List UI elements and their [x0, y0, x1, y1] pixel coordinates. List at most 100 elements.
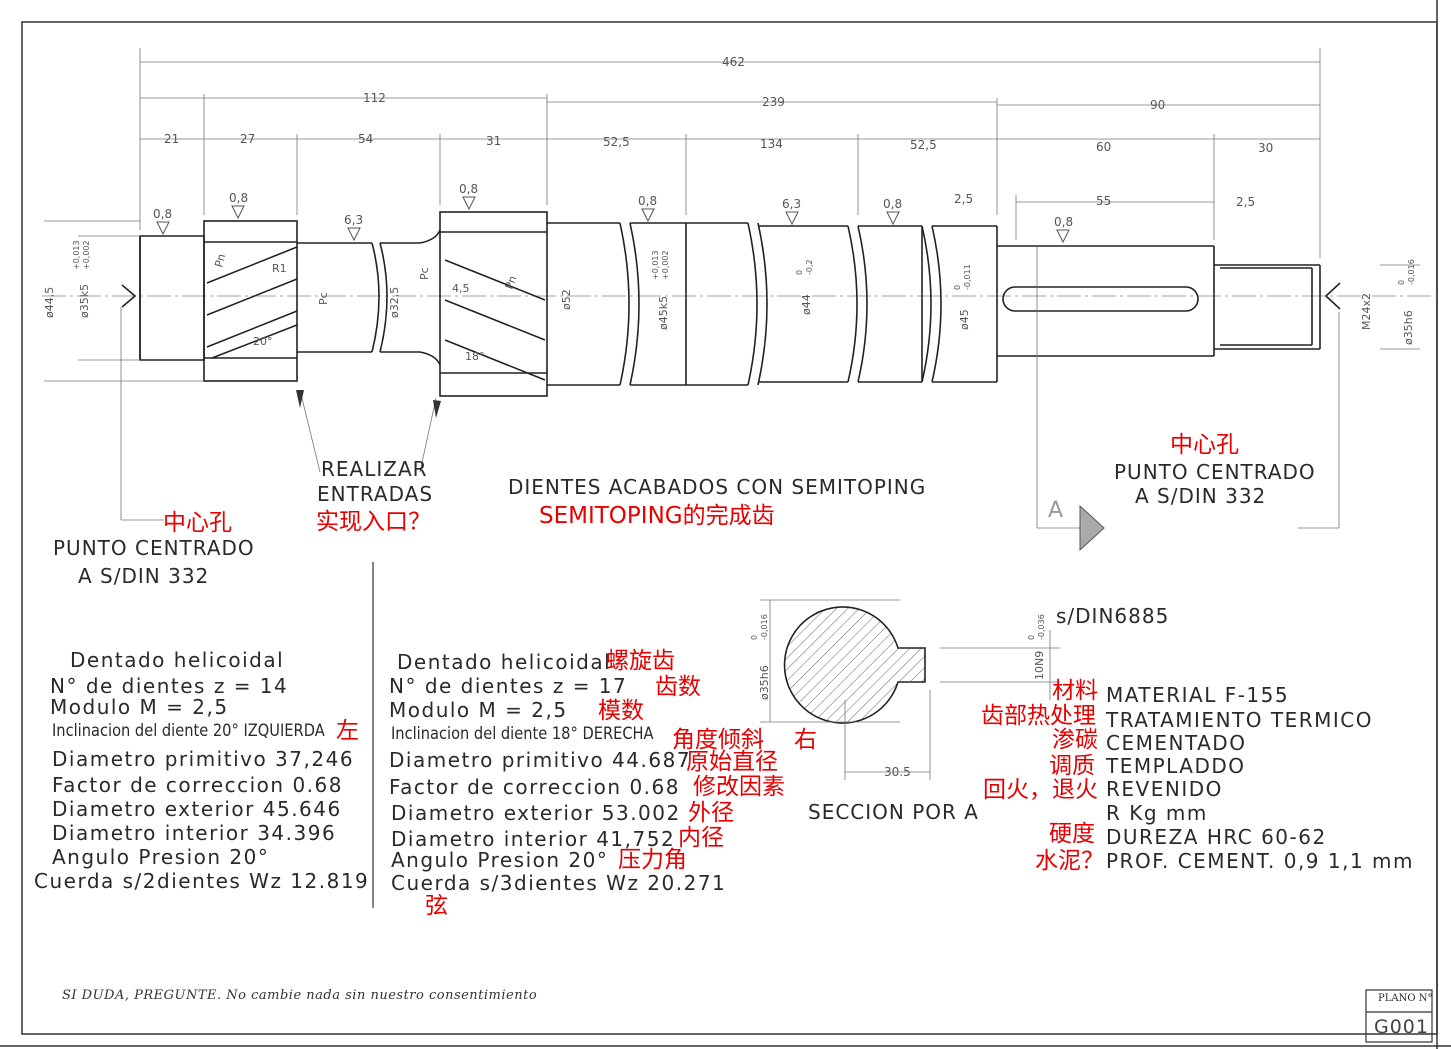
- gear1-correction: Factor de correccion 0.68: [52, 773, 343, 797]
- dim-27: 27: [240, 132, 255, 146]
- dia-52: ø52: [560, 289, 573, 310]
- gear2-pressure: Angulo Presion 20°: [391, 848, 609, 872]
- dim-60: 60: [1096, 140, 1111, 154]
- cn-pressure: 压力角: [618, 847, 687, 873]
- cn-chord: 弦: [425, 893, 448, 919]
- leader-arrow-2: [433, 400, 441, 418]
- thread-m24: M24x2: [1360, 293, 1373, 330]
- note-center-left-2: A S/DIN 332: [78, 564, 210, 588]
- dia-44-5: ø44,5: [43, 287, 56, 318]
- gear2-angle: 18°: [465, 350, 485, 363]
- gear2-4-5: 4,5: [452, 282, 470, 295]
- gear2-pn: Pn: [503, 274, 520, 291]
- dia-45k5-tol-low: +0,002: [661, 250, 670, 280]
- dimension-lines: [44, 48, 1420, 529]
- dia-35k5-tol-low: +0,002: [82, 240, 91, 270]
- cn-cement: 水泥？: [1035, 848, 1104, 874]
- gear1-pn: Pn: [212, 252, 228, 268]
- gear1-title: Dentado helicoidal: [70, 648, 285, 672]
- gear1-inclination: Inclinacion del diente 20° IZQUIERDA: [52, 721, 325, 741]
- dim-55: 55: [1096, 194, 1111, 208]
- dia-45-tol-up: 0: [953, 285, 962, 290]
- gear2-module: Modulo M = 2,5: [389, 698, 568, 722]
- dia-35h6: ø35h6: [1402, 310, 1415, 345]
- note-realizar: REALIZAR: [321, 457, 428, 481]
- section-marker-a: A: [1048, 498, 1065, 523]
- plano-number: G001: [1374, 1016, 1429, 1038]
- gear1-pressure: Angulo Presion 20°: [52, 845, 270, 869]
- roughness-1: 0,8: [153, 207, 172, 221]
- gear1-teeth: N° de dientes z = 14: [50, 674, 289, 698]
- cn-primitive: 原始直径: [686, 749, 778, 775]
- dia-44-tol-low: -0,2: [805, 259, 814, 275]
- dia-45k5-tol-up: +0,013: [651, 250, 660, 280]
- gear1-r1: R1: [272, 262, 287, 275]
- section-arrow: [1079, 504, 1105, 552]
- roughness-8: 0,8: [1054, 215, 1073, 229]
- cn-semitoping: SEMITOPING的完成齿: [539, 503, 775, 529]
- cn-center-hole-right: 中心孔: [1170, 432, 1239, 458]
- gear1-chord: Cuerda s/2dientes Wz 12.819: [34, 869, 370, 893]
- cn-material: 材料: [1052, 678, 1098, 704]
- gear2-interior: Diametro interior 41,752: [391, 827, 676, 851]
- dim-52-5-b: 52,5: [910, 138, 937, 152]
- cn-inner: 内径: [678, 825, 724, 851]
- roughness-2: 0,8: [229, 191, 248, 205]
- dia-35k5: ø35k5: [78, 284, 91, 318]
- material-cementado: CEMENTADO: [1106, 731, 1247, 755]
- dim-31: 31: [486, 134, 501, 148]
- section-dia: ø35h6: [758, 665, 771, 700]
- gear1-module: Modulo M = 2,5: [50, 695, 229, 719]
- gear1-primitive: Diametro primitivo 37,246: [52, 747, 355, 771]
- roughness-4: 0,8: [459, 182, 478, 196]
- note-dientes: DIENTES ACABADOS CON SEMITOPING: [508, 475, 927, 499]
- dia-45-tol-low: -0,011: [963, 264, 972, 290]
- gear2-pc: Pc: [418, 267, 431, 280]
- dim-52-5-a: 52,5: [603, 135, 630, 149]
- roughness-3: 6,3: [344, 213, 363, 227]
- material-dureza: DUREZA HRC 60-62: [1106, 825, 1327, 849]
- dimension-texts: 462 112 239 90 21 27 54 31 52,5 134 52,5…: [153, 55, 1273, 779]
- material-treatment: TRATAMIENTO TERMICO: [1106, 708, 1373, 732]
- dia-44-tol-up: 0: [795, 270, 804, 275]
- dim-30: 30: [1258, 141, 1273, 155]
- gear2-exterior: Diametro exterior 53.002: [391, 801, 681, 825]
- gear2-primitive: Diametro primitivo 44.687: [389, 748, 692, 772]
- dim-2-5-b: 2,5: [1236, 195, 1255, 209]
- section-tol-up: 0: [750, 635, 759, 640]
- material-name: MATERIAL F-155: [1106, 683, 1290, 707]
- leader-arrow-1: [296, 390, 304, 408]
- key-tol-low: -0,036: [1037, 614, 1046, 640]
- cn-angle-incline: 角度倾斜: [672, 727, 764, 753]
- cn-realize-entry: 实现入口？: [316, 509, 431, 535]
- shaft-outline: [121, 211, 1341, 397]
- roughness-5: 0,8: [638, 194, 657, 208]
- note-center-left-1: PUNTO CENTRADO: [53, 536, 255, 560]
- cn-hardness: 硬度: [1049, 821, 1095, 847]
- material-revenido: REVENIDO: [1106, 777, 1223, 801]
- material-rkg: R Kg mm: [1106, 801, 1208, 825]
- dia-32-5: ø32,5: [388, 287, 401, 318]
- section-tol-low: -0,016: [760, 614, 769, 640]
- dim-right-group: 90: [1150, 98, 1165, 112]
- dia-44: ø44: [800, 294, 813, 315]
- gear2-correction: Factor de correccion 0.68: [389, 775, 680, 799]
- cn-helical: 螺旋齿: [606, 648, 675, 674]
- gear2-chord: Cuerda s/3dientes Wz 20.271: [391, 871, 727, 895]
- note-din6885: s/DIN6885: [1056, 604, 1170, 628]
- note-seccion: SECCION POR A: [808, 800, 979, 824]
- gear1-interior: Diametro interior 34.396: [52, 821, 337, 845]
- cn-outer: 外径: [688, 800, 734, 826]
- gear2-title: Dentado helicoidal: [397, 650, 612, 674]
- footer-warning: SI DUDA, PREGUNTE. No cambie nada sin nu…: [62, 988, 538, 1003]
- dia-35h6-tol-low: -0,016: [1407, 259, 1416, 285]
- note-center-right-1: PUNTO CENTRADO: [1114, 460, 1316, 484]
- dia-45k5: ø45k5: [657, 296, 670, 330]
- dia-35k5-tol-up: +0,013: [72, 240, 81, 270]
- cn-carburize: 渗碳: [1052, 727, 1098, 753]
- plano-label: PLANO N°: [1378, 993, 1433, 1004]
- cn-center-hole-left: 中心孔: [163, 510, 232, 536]
